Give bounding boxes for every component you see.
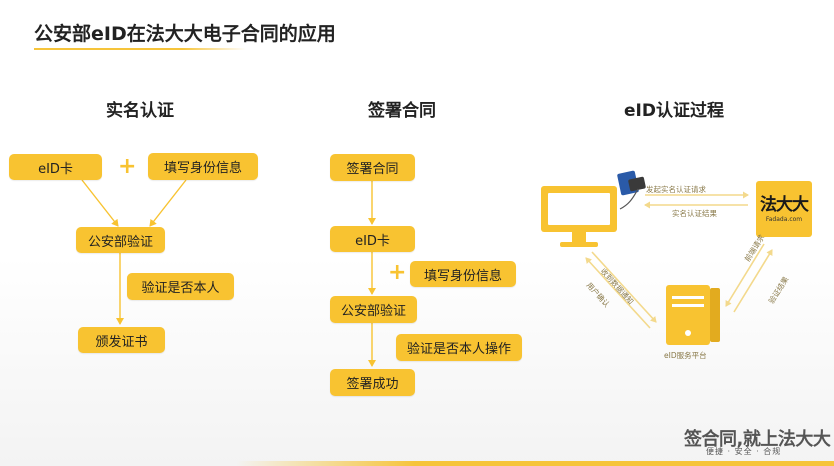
box-sign-ps-verify: 公安部验证 (330, 296, 417, 323)
heading-sign: 签署合同 (368, 101, 436, 121)
box-fill-info: 填写身份信息 (148, 153, 258, 180)
logo-sub-text: Fadada.com (765, 215, 803, 223)
box-sign-success: 签署成功 (330, 369, 415, 396)
arrow-info-to-verify (149, 179, 187, 227)
page-title: 公安部eID在法大大电子合同的应用 (34, 23, 336, 45)
label-result: 实名认证结果 (672, 209, 717, 218)
card-reader-icon (617, 170, 646, 210)
arrow-forward (725, 243, 765, 307)
logo-main-text: 法大大 (760, 194, 809, 215)
server-icon (666, 285, 720, 345)
label-request: 发起实名认证请求 (646, 185, 706, 194)
heading-eid-process: eID认证过程 (624, 101, 724, 121)
box-verify-op: 验证是否本人操作 (396, 334, 522, 361)
box-issue-cert: 颁发证书 (78, 327, 165, 353)
plus-icon-2: + (388, 260, 407, 285)
box-verify-person: 验证是否本人 (127, 273, 234, 300)
footer-bar (236, 461, 834, 466)
monitor-icon (541, 186, 617, 247)
arrow-notify (591, 251, 657, 323)
title-underline (34, 48, 246, 50)
box-sign-contract: 签署合同 (330, 154, 415, 181)
label-server: eID服务平台 (664, 351, 707, 360)
arrow-confirm (585, 257, 651, 329)
box-eid-card: eID卡 (9, 154, 102, 180)
box-sign-fill-info: 填写身份信息 (410, 261, 516, 287)
footer-tagline: 便捷 · 安全 · 合规 (706, 447, 782, 456)
arrow-verify-result (733, 249, 773, 313)
footer-brand: 签合同,就上法大大 (684, 429, 831, 450)
box-ps-verify: 公安部验证 (76, 227, 165, 253)
plus-icon: + (118, 154, 137, 179)
fadada-logo: 法大大 Fadada.com (756, 181, 812, 237)
arrow-eid-to-verify (81, 179, 119, 227)
heading-realname: 实名认证 (106, 101, 174, 121)
box-sign-eid-card: eID卡 (330, 226, 415, 252)
